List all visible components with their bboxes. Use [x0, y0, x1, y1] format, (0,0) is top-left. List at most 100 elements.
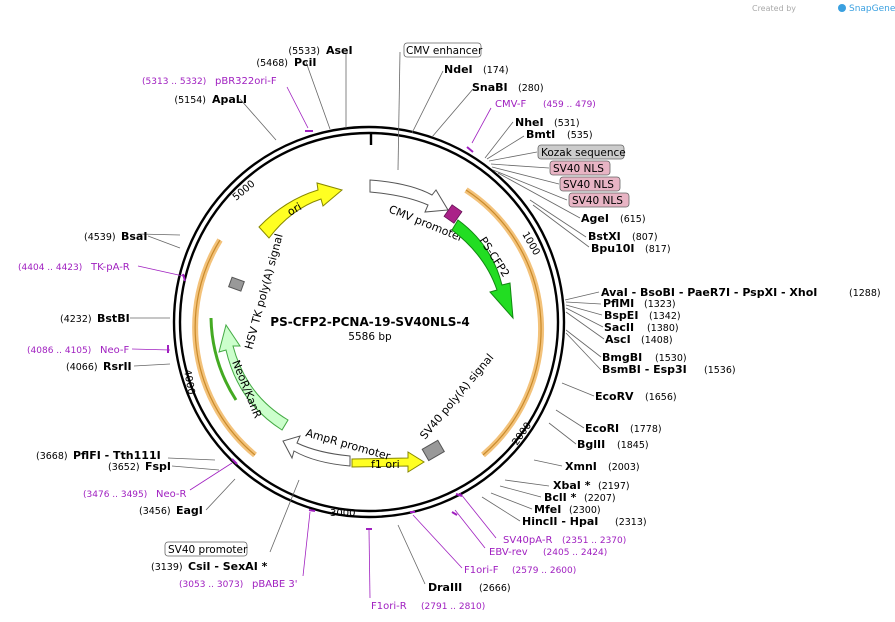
backbone-inner-circle [178, 131, 560, 513]
enzyme-label-pflmi[interactable]: PflMI [603, 297, 634, 310]
enzyme-pos: (2313) [615, 517, 647, 528]
enzyme-label-bstbi[interactable]: BstBI [97, 312, 130, 325]
enzyme-pos: (1288) [849, 288, 881, 299]
feature-label-ori: ori [285, 200, 304, 218]
feature-ps-cfp2[interactable] [451, 219, 514, 320]
primer-marks [131, 86, 497, 599]
enzyme-pos: (817) [645, 244, 671, 255]
feature-hsv-tk-polya[interactable] [228, 276, 245, 292]
enzyme-pos: (4232) [60, 314, 92, 325]
enzyme-label-ecori[interactable]: EcoRI [585, 422, 619, 435]
enzyme-pos: (1342) [649, 311, 681, 322]
primer-range: (5313 .. 5332) [142, 77, 206, 87]
feature-sv40-polya[interactable] [421, 439, 445, 462]
enzyme-label-bmgbi[interactable]: BmgBI [602, 351, 642, 364]
leader-lines [130, 51, 605, 585]
enzyme-label-ecorv[interactable]: EcoRV [595, 390, 634, 403]
sv40-promoter-label: SV40 promoter [168, 544, 248, 556]
primer-label-neo-r[interactable]: Neo-R [156, 489, 187, 500]
feature-cmv-promoter[interactable] [369, 179, 449, 213]
enzyme-label-bsai[interactable]: BsaI [121, 230, 147, 243]
enzyme-pos: (5468) [256, 58, 288, 69]
enzyme-label-ndei[interactable]: NdeI [444, 63, 473, 76]
backbone [172, 125, 566, 519]
enzyme-label-sacii[interactable]: SacII [604, 321, 634, 334]
enzyme-label-asei[interactable]: AseI [326, 44, 353, 57]
enzyme-pos: (2197) [598, 481, 630, 492]
tick-label-3000: 3000 [330, 508, 355, 519]
enzyme-label-eagi[interactable]: EagI [176, 504, 203, 517]
primer-label-sv40pa-r[interactable]: SV40pA-R [503, 535, 552, 546]
enzyme-group-csii[interactable]: CsiI - SexAI * [188, 560, 268, 573]
tick-label-5000: 5000 [231, 179, 258, 204]
feature-ori[interactable] [258, 182, 344, 239]
cmv-enhancer-box[interactable] [403, 42, 482, 58]
enzyme-label-asci[interactable]: AscI [605, 333, 631, 346]
enzyme-group-avai[interactable]: AvaI - BsoBI - PaeR7I - PspXI - XhoI [601, 286, 817, 299]
primer-range: (2791 .. 2810) [421, 602, 485, 612]
enzyme-group-bsmbi[interactable]: BsmBI - Esp3I [602, 363, 687, 376]
enzyme-label-draiii[interactable]: DraIII [428, 581, 462, 594]
enzyme-pos: (2207) [584, 493, 616, 504]
cmv-enhancer-label: CMV enhancer [406, 45, 483, 57]
enzyme-label-bglii[interactable]: BglII [577, 438, 605, 451]
primer-label-pbabe-3[interactable]: pBABE 3' [252, 579, 298, 590]
enzyme-label-xbai[interactable]: XbaI * [553, 479, 591, 492]
sv40-nls-label-3: SV40 NLS [572, 195, 623, 207]
sv40-nls-box-3[interactable] [568, 192, 630, 208]
enzyme-pos: (5533) [288, 46, 320, 57]
feature-neor-kanr[interactable] [218, 323, 289, 431]
enzyme-label-agei[interactable]: AgeI [581, 212, 609, 225]
enzyme-pos: (2666) [479, 583, 511, 594]
plasmid-size: 5586 bp [348, 331, 392, 343]
kozak-box[interactable] [537, 144, 625, 160]
feature-label-neor-kanr: NeoR/KanR [229, 358, 264, 420]
enzyme-label-xmni[interactable]: XmnI [565, 460, 597, 473]
enzyme-label-pcii[interactable]: PciI [294, 56, 316, 69]
enzyme-label-fspi[interactable]: FspI [145, 460, 171, 473]
enzyme-label-bstxi[interactable]: BstXI [588, 230, 621, 243]
cds-band-left-edge [194, 239, 256, 456]
primer-label-neo-f[interactable]: Neo-F [100, 345, 130, 356]
enzyme-label-bspei[interactable]: BspEI [604, 309, 638, 322]
tick-label-4000: 4000 [181, 369, 196, 396]
neor-inner-band [209, 317, 238, 401]
primer-range: (459 .. 479) [543, 100, 596, 110]
enzyme-label-bcli[interactable]: BclI * [544, 491, 577, 504]
map-center-title: PS-CFP2-PCNA-19-SV40NLS-4 5586 bp [270, 315, 469, 343]
primer-label-f1ori-f[interactable]: F1ori-F [464, 565, 499, 576]
sv40-nls-box-2[interactable] [559, 176, 621, 192]
nls-marker-box [443, 204, 463, 224]
snapgene-logo-icon [838, 4, 846, 12]
enzyme-group-hincii[interactable]: HincII - HpaI [522, 515, 598, 528]
sv40-nls-label-2: SV40 NLS [563, 179, 614, 191]
sv40-nls-box-1[interactable] [549, 160, 611, 176]
primer-label-pbr322ori-f[interactable]: pBR322ori-F [215, 76, 277, 87]
feature-f1-ori[interactable] [351, 451, 425, 473]
primer-label-f1ori-r[interactable]: F1ori-R [371, 601, 407, 612]
primer-labels: (5313 .. 5332) pBR322ori-F CMV-F (459 ..… [18, 76, 626, 612]
enzyme-pos: (3652) [108, 462, 140, 473]
kozak-label: Kozak sequence [541, 147, 626, 159]
sv40-promoter-box[interactable] [164, 541, 248, 557]
enzyme-pos: (2003) [608, 462, 640, 473]
enzyme-label-mfei[interactable]: MfeI [534, 503, 561, 516]
enzyme-group-pflfi[interactable]: PflFI - Tth111I [73, 449, 161, 462]
primer-range: (4086 .. 4105) [27, 346, 91, 356]
enzyme-label-apali[interactable]: ApaLI [212, 93, 247, 106]
enzyme-label-bpu10i[interactable]: Bpu10I [591, 242, 635, 255]
snapgene-credit[interactable]: Created by SnapGene [752, 4, 895, 14]
enzyme-label-bmti[interactable]: BmtI [526, 128, 555, 141]
enzyme-label-nhei[interactable]: NheI [515, 116, 544, 129]
enzyme-label-rsrii[interactable]: RsrII [103, 360, 132, 373]
primer-label-ebv-rev[interactable]: EBV-rev [489, 547, 528, 558]
feature-ampr-promoter[interactable] [282, 435, 351, 467]
enzyme-label-snabi[interactable]: SnaBI [472, 81, 508, 94]
primer-range: (3053 .. 3073) [179, 580, 243, 590]
enzyme-pos: (2300) [569, 505, 601, 516]
primer-label-tk-pa-r[interactable]: TK-pA-R [90, 262, 130, 273]
enzyme-pos: (3456) [139, 506, 171, 517]
primer-label-cmv-f[interactable]: CMV-F [495, 99, 526, 110]
enzyme-pos: (535) [567, 130, 593, 141]
